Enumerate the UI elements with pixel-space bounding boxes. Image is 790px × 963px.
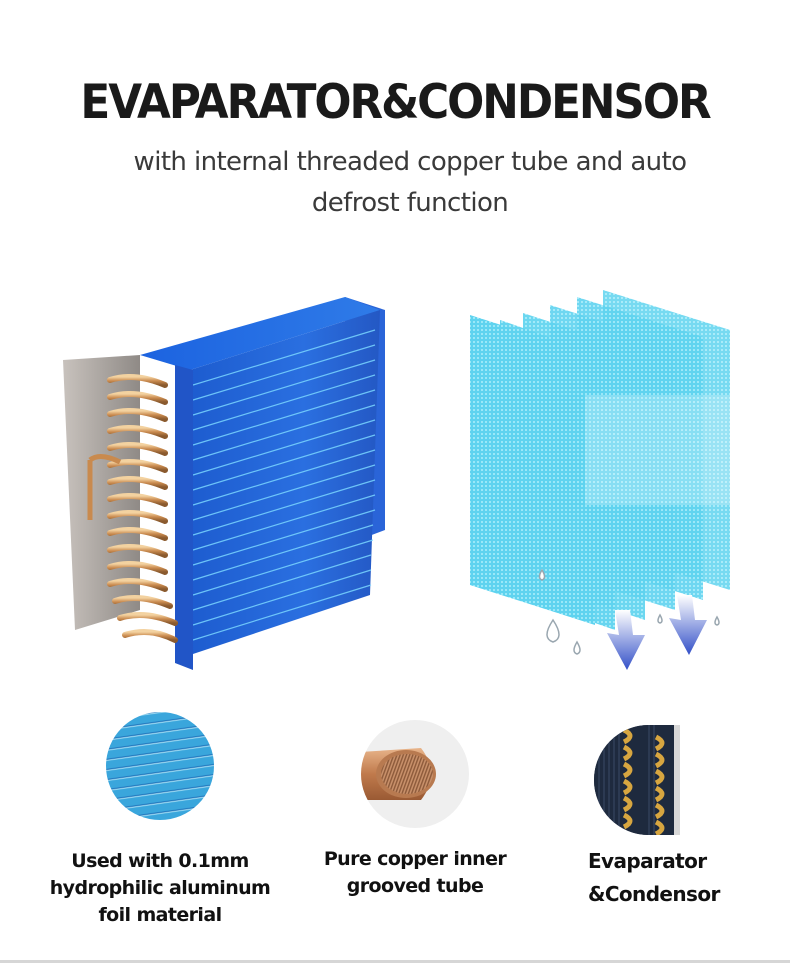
- feature-label-line: Pure copper inner: [323, 848, 507, 870]
- page-title: EVAPARATOR&CONDENSOR: [80, 75, 711, 130]
- grooved-copper-tube-icon: [361, 720, 469, 828]
- feature-evaporator-condensor: Evaparator &Condensor: [580, 725, 760, 911]
- coil-illustration-icon: [63, 297, 385, 670]
- feature-label-line: &Condensor: [588, 882, 720, 906]
- subtitle-line-2: defrost function: [311, 188, 509, 218]
- subtitle-line-1: with internal threaded copper tube and a…: [133, 147, 688, 177]
- fin-layers-illustration: [465, 285, 745, 680]
- feature-label-line: foil material: [98, 904, 223, 926]
- feature-aluminum-foil: Used with 0.1mm hydrophilic aluminum foi…: [20, 712, 300, 929]
- feature-copper-tube: Pure copper inner grooved tube: [300, 720, 530, 900]
- feature-label: Pure copper inner grooved tube: [300, 846, 530, 900]
- feature-label-line: Used with 0.1mm: [71, 850, 249, 872]
- feature-label-line: grooved tube: [346, 875, 484, 897]
- feature-label: Used with 0.1mm hydrophilic aluminum foi…: [20, 848, 300, 929]
- evaporator-coil-image: [45, 285, 395, 685]
- fin-layers-icon: [470, 290, 745, 670]
- page-subtitle: with internal threaded copper tube and a…: [60, 142, 760, 224]
- feature-label: Evaparator &Condensor: [588, 845, 760, 911]
- bottom-divider: [0, 960, 790, 963]
- feature-label-line: hydrophilic aluminum: [49, 877, 271, 899]
- evaporator-coil-closeup-icon: [594, 725, 680, 835]
- aluminum-foil-fins-icon: [106, 712, 214, 820]
- feature-label-line: Evaparator: [588, 849, 707, 873]
